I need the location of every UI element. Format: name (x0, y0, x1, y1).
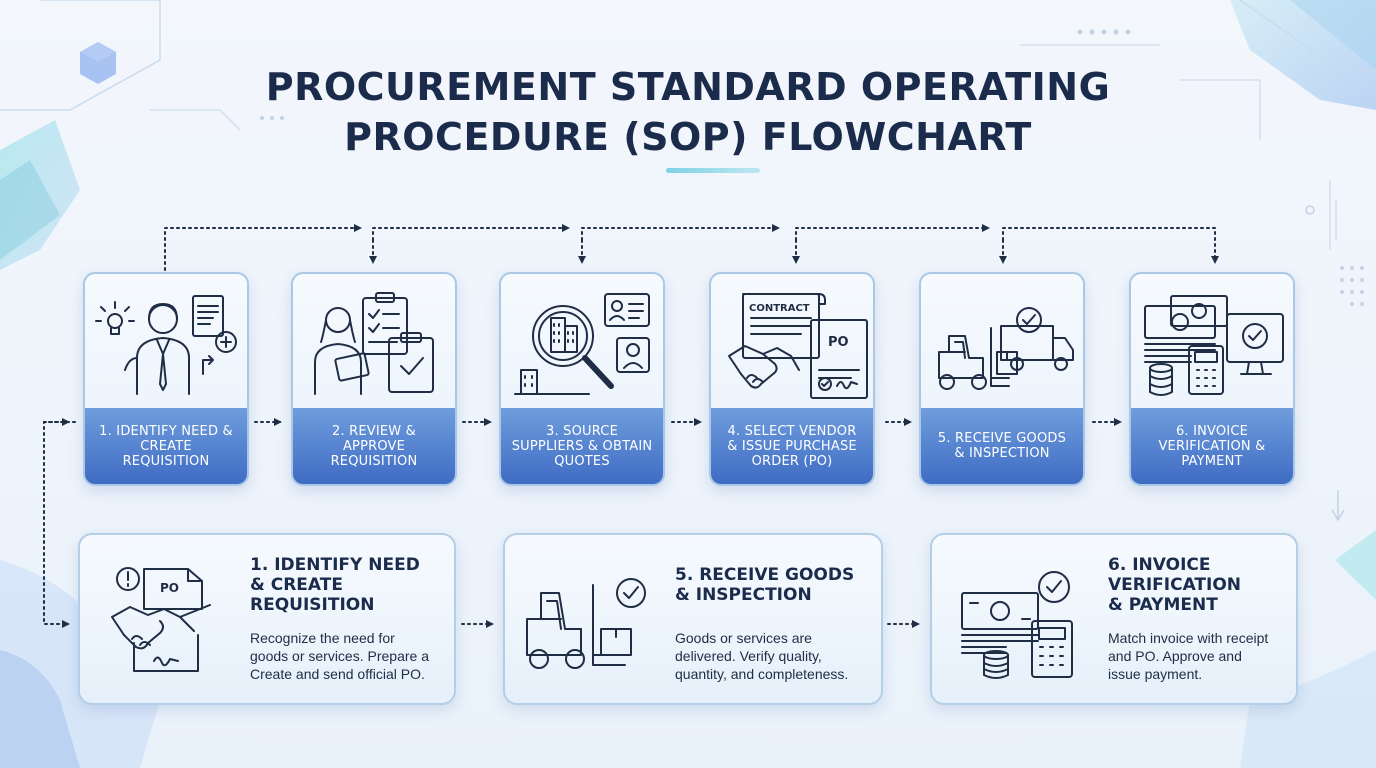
detail-title: 1. IDENTIFY NEED & CREATE REQUISITION (250, 555, 420, 615)
detail-desc-line: delivered. Verify quality, (675, 648, 822, 664)
detail-description: Recognize the need for goods or services… (250, 629, 429, 683)
title-line-1: PROCUREMENT STANDARD OPERATING (265, 65, 1111, 109)
forklift-truck-check-icon (938, 307, 1074, 390)
step-label: 4. SELECT VENDOR & ISSUE PURCHASE ORDER … (711, 408, 873, 484)
detail-desc-line: Recognize the need for (250, 630, 395, 646)
detail-title: 5. RECEIVE GOODS & INSPECTION (675, 565, 854, 605)
po-text: PO (828, 335, 849, 350)
person-clipboard-checklist-icon (314, 292, 434, 395)
step-label: 2. REVIEW & APPROVE REQUISITION (293, 408, 455, 484)
step-card-5[interactable]: 5. RECEIVE GOODS & INSPECTION (919, 272, 1085, 486)
top-arc-4-5 (795, 224, 990, 241)
step-card-6[interactable]: 6. INVOICE VERIFICATION & PAYMENT (1129, 272, 1295, 486)
detail-desc-line: Create and send official PO. (250, 666, 425, 682)
step-card-4[interactable]: CONTRACT PO 4. SELECT VENDOR & ISSUE PUR… (709, 272, 875, 486)
forklift-box-check-icon (526, 578, 646, 669)
title-line-2: PROCEDURE (SOP) FLOWCHART (344, 115, 1032, 159)
person-lightbulb-document-icon (95, 295, 237, 395)
step-label: 3. SOURCE SUPPLIERS & OBTAIN QUOTES (501, 408, 663, 484)
detail-title-line: & CREATE (250, 575, 343, 595)
top-arc-5-6 (1002, 227, 1219, 264)
step-label: 5. RECEIVE GOODS & INSPECTION (921, 408, 1083, 484)
detail-title: 6. INVOICE VERIFICATION & PAYMENT (1108, 555, 1241, 615)
detail-description: Match invoice with receipt and PO. Appro… (1108, 629, 1268, 683)
detail-title-line: VERIFICATION (1108, 575, 1242, 595)
top-arc-2-3 (372, 224, 570, 241)
detail-desc-line: issue payment. (1108, 666, 1203, 682)
detail-desc-line: Goods or services are (675, 630, 812, 646)
detail-title-line: & INSPECTION (675, 585, 812, 605)
contract-handshake-po-icon: CONTRACT PO (728, 293, 868, 399)
top-arc-3-4 (581, 224, 780, 241)
detail-card-1[interactable]: PO 1. IDENTIFY NEED & CREATE REQUISITION… (78, 533, 456, 705)
magnifier-buildings-profiles-icon (514, 293, 650, 395)
detail-card-3[interactable]: 6. INVOICE VERIFICATION & PAYMENT Match … (930, 533, 1298, 705)
detail-title-line: & PAYMENT (1108, 595, 1218, 615)
detail-title-line: REQUISITION (250, 595, 375, 615)
handshake-po-signature-icon: PO (111, 567, 211, 672)
step-card-1[interactable]: 1. IDENTIFY NEED & CREATE REQUISITION (83, 272, 249, 486)
detail-desc-line: and PO. Approve and (1108, 648, 1242, 664)
contract-text: CONTRACT (749, 303, 810, 314)
detail-title-line: 1. IDENTIFY NEED (250, 555, 420, 575)
detail-title-line: 5. RECEIVE GOODS (675, 565, 855, 585)
step-card-2[interactable]: 2. REVIEW & APPROVE REQUISITION (291, 272, 457, 486)
step-label: 6. INVOICE VERIFICATION & PAYMENT (1131, 408, 1293, 484)
detail-desc-line: Match invoice with receipt (1108, 630, 1269, 646)
po-text: PO (160, 581, 179, 595)
detail-card-2[interactable]: 5. RECEIVE GOODS & INSPECTION Goods or s… (503, 533, 883, 705)
money-coins-calculator-icon (961, 571, 1073, 679)
money-calculator-monitor-icon (1144, 295, 1284, 396)
page-title: PROCUREMENT STANDARD OPERATING PROCEDURE… (0, 62, 1376, 162)
detail-title-line: 6. INVOICE (1108, 555, 1211, 575)
left-loop (43, 421, 76, 628)
detail-desc-line: goods or services. Prepare a (250, 648, 429, 664)
step-label: 1. IDENTIFY NEED & CREATE REQUISITION (85, 408, 247, 484)
detail-description: Goods or services are delivered. Verify … (675, 629, 848, 683)
detail-desc-line: quantity, and completeness. (675, 666, 849, 682)
title-underline (666, 168, 760, 173)
top-arc-1-2 (164, 224, 362, 271)
step-card-3[interactable]: 3. SOURCE SUPPLIERS & OBTAIN QUOTES (499, 272, 665, 486)
